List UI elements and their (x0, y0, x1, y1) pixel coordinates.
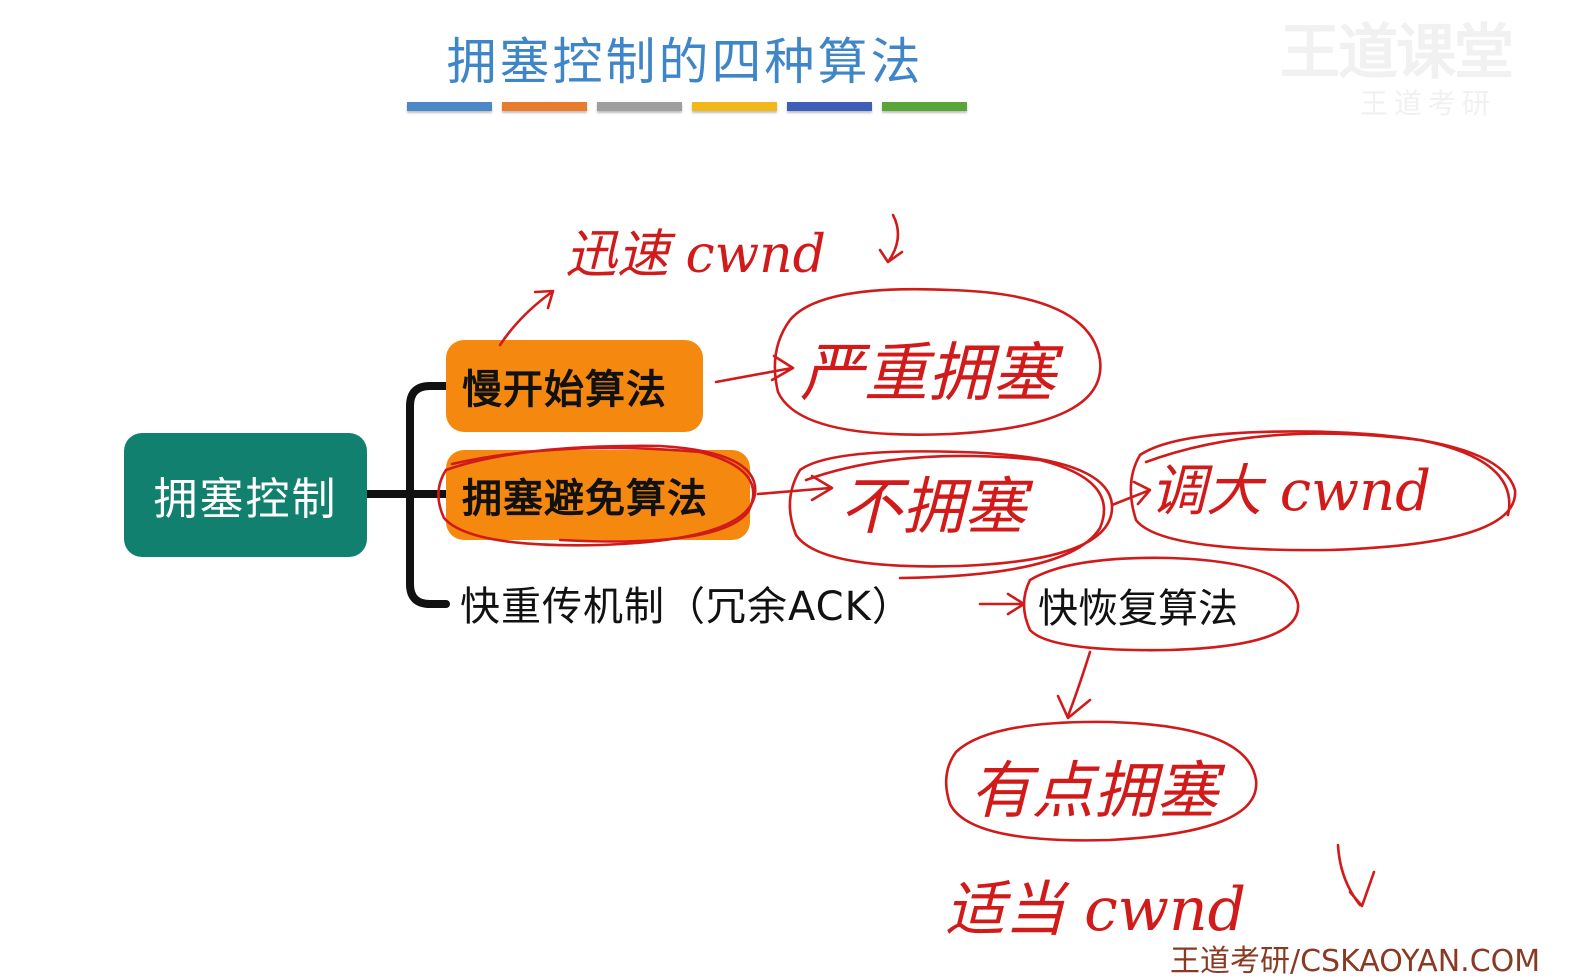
ellipse-enlarge (1129, 430, 1517, 552)
ellipse-not-congested-2 (804, 454, 1106, 580)
ellipse-avoidance-branch-2 (450, 446, 755, 543)
arrow-slow-start-note (498, 289, 555, 347)
title-color-bars (407, 102, 967, 112)
branch-congestion-avoidance: 拥塞避免算法 (446, 450, 750, 540)
note-not-congested: 不拥塞 (840, 470, 1034, 543)
title-bar-orange (502, 102, 587, 111)
note-enlarge-cwnd: 调大 cwnd (1150, 459, 1431, 524)
branch-fast-retransmit: 快重传机制（冗余ACK） (460, 584, 913, 630)
note-slight-congestion: 有点拥塞 (970, 754, 1226, 827)
footer-brand: 王道考研/CSKAOYAN.COM (1170, 944, 1541, 979)
note-moderate-cwnd: 适当 cwnd (945, 875, 1246, 945)
note-rapid-cwnd: 迅速 cwnd (565, 225, 826, 285)
title-bar-green (882, 102, 967, 111)
arrow-down-top (878, 213, 904, 264)
ellipse-enlarge-2 (1144, 432, 1511, 517)
branch-slow-start: 慢开始算法 (446, 340, 703, 432)
arrow-down-bottom (1336, 843, 1376, 908)
title-bar-navy (787, 102, 872, 111)
arrow-to-not-congested (756, 474, 834, 502)
watermark-subtitle: 王道考研 (1360, 87, 1497, 120)
ellipse-not-congested (788, 450, 1114, 568)
watermark-logo: 王道课堂 (1280, 18, 1514, 88)
arrow-down-to-slight (1056, 650, 1092, 720)
ellipse-severe (773, 287, 1102, 436)
title-bar-blue (407, 102, 492, 111)
note-severe-congestion: 严重拥塞 (800, 337, 1064, 411)
page-title: 拥塞控制的四种算法 (446, 33, 924, 91)
ellipse-slight (944, 720, 1258, 842)
ellipse-fast-recovery (1022, 556, 1300, 652)
title-bar-yellow (692, 102, 777, 111)
node-fast-recovery: 快恢复算法 (1038, 586, 1238, 632)
arrow-to-severe (714, 354, 795, 384)
arrow-to-fast-recovery (978, 592, 1026, 616)
root-node: 拥塞控制 (124, 433, 367, 557)
title-bar-gray (597, 102, 682, 111)
ellipse-avoidance-branch (437, 444, 757, 547)
